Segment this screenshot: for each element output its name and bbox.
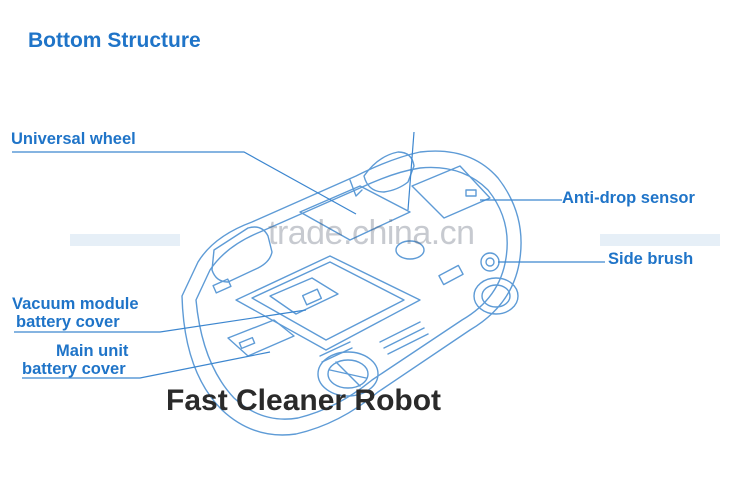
front-wheel <box>317 351 379 397</box>
label-universal-wheel: Universal wheel <box>11 130 136 148</box>
leader-main-unit <box>22 351 271 379</box>
side-brush-hub <box>480 252 500 272</box>
label-main-unit-line1: Main unit <box>56 342 129 360</box>
watermark-band <box>600 234 720 246</box>
label-main-unit: Main unit battery cover <box>22 342 128 378</box>
main-unit-cover <box>227 319 295 357</box>
leader-vacuum <box>14 309 307 333</box>
upper-panel <box>299 185 411 241</box>
diagram-title: Bottom Structure <box>28 29 201 52</box>
robot-body-rim <box>195 166 508 420</box>
label-vacuum-module-line2: battery cover <box>16 313 120 331</box>
vacuum-cover <box>269 277 339 315</box>
label-vacuum-module: Vacuum module battery cover <box>12 295 139 331</box>
label-anti-drop-sensor: Anti-drop sensor <box>562 189 695 207</box>
battery-plate <box>235 255 421 351</box>
left-wheel <box>211 226 273 283</box>
leader-top-pointer <box>407 131 415 211</box>
label-vacuum-module-line1: Vacuum module <box>12 295 139 313</box>
leader-universal-wheel <box>12 151 357 215</box>
label-side-brush: Side brush <box>608 250 694 268</box>
right-wheel-upper <box>363 151 415 193</box>
watermark-band <box>70 234 180 246</box>
product-caption: Fast Cleaner Robot <box>166 384 442 417</box>
label-main-unit-line2: battery cover <box>22 360 126 378</box>
watermark-text: trade.china.cn <box>268 214 475 252</box>
right-wheel-lower <box>473 277 519 315</box>
sensor-module <box>411 165 491 219</box>
